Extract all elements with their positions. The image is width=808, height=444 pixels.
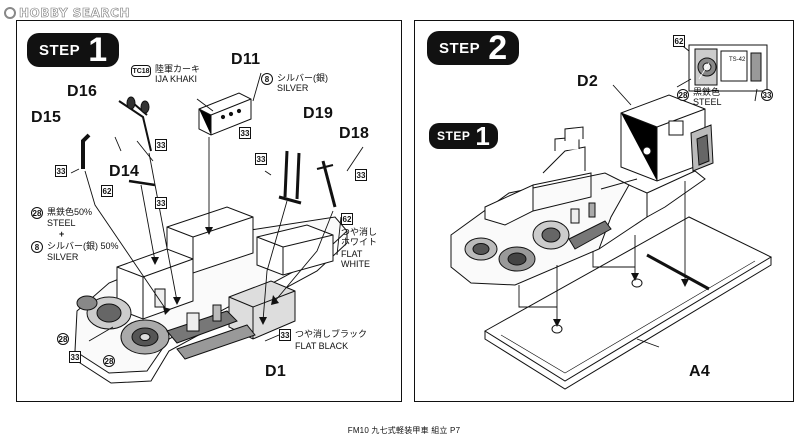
paint-steel-en: STEEL	[693, 97, 722, 107]
chassis-outline	[74, 206, 348, 384]
paint-code-tc18: TC18	[131, 65, 151, 77]
part-label-d14: D14	[109, 163, 140, 180]
step1-drawing	[70, 72, 364, 384]
paint-code-28-mix: 28	[31, 207, 43, 219]
assembled-wheels	[464, 202, 612, 272]
parts-group	[81, 92, 337, 208]
paint-white-jp1: つや消し	[341, 227, 378, 237]
step2-arrow-heads	[553, 273, 689, 327]
part-label-d16: D16	[67, 83, 98, 100]
paint-mix-line2: STEEL	[47, 218, 76, 228]
paint-khaki-en: IJA KHAKI	[155, 74, 198, 84]
assembled-chassis	[450, 126, 706, 286]
step1-badge: STEP 1	[27, 31, 120, 69]
leader-lines	[70, 72, 364, 342]
paint-code-33-inset: 33	[761, 89, 773, 101]
part-a4	[484, 216, 773, 390]
paint-white-en2: WHITE	[341, 259, 370, 269]
paint-white-en1: FLAT	[341, 249, 363, 259]
paint-code-33-d15: 33	[55, 165, 67, 177]
paint-code-28-center: 28	[103, 355, 115, 367]
step2-panel: STEP 2 STEP 1	[414, 20, 794, 402]
paint-code-62-white: 62	[341, 213, 353, 225]
step2-badge: STEP 2	[427, 29, 520, 67]
paint-steel-jp: 黒鉄色	[693, 87, 721, 97]
paint-code-28-inset: 28	[677, 89, 689, 101]
part-d2	[620, 94, 714, 182]
step2-drawing	[450, 42, 773, 390]
paint-code-33-black: 33	[279, 329, 291, 341]
paint-white-jp2: ホワイト	[341, 237, 378, 247]
step1-panel: STEP 1	[16, 20, 402, 402]
inset-label: TS-42	[729, 57, 746, 63]
paint-code-33-left: 33	[69, 351, 81, 363]
mount-holes	[551, 278, 643, 334]
part-label-a4: A4	[689, 363, 711, 380]
watermark-text: HOBBY SEARCH	[19, 6, 130, 21]
step2-substep1-badge: STEP 1	[429, 123, 498, 149]
part-label-d19: D19	[303, 105, 334, 122]
step1-number: 1	[88, 31, 108, 69]
paint-silver-en: SILVER	[277, 83, 309, 93]
paint-code-33-d11: 33	[239, 127, 251, 139]
paint-mix-line3: シルバー(銀) 50%	[47, 241, 119, 251]
part-label-d11: D11	[231, 51, 261, 68]
wheel-group	[76, 288, 256, 360]
paint-black-en: FLAT BLACK	[295, 341, 349, 351]
page-footer: FM10 九七式軽装甲車 組立 P7	[347, 426, 461, 435]
part-label-d1: D1	[265, 363, 287, 380]
paint-code-62-inset: 62	[673, 35, 685, 47]
paint-mix-line4: SILVER	[47, 252, 79, 262]
paint-code-8-mix: 8	[31, 241, 43, 253]
paint-khaki-jp: 陸軍カーキ	[155, 64, 201, 74]
watermark-logo: HOBBY SEARCH	[4, 4, 130, 22]
substep-number: 1	[475, 121, 490, 151]
part-label-d18: D18	[339, 125, 370, 142]
logo-ring-icon	[4, 7, 16, 19]
substep-word: STEP	[437, 129, 471, 143]
step2-number: 2	[488, 29, 508, 67]
paint-code-33-d16: 33	[155, 139, 167, 151]
paint-code-33-d19: 33	[255, 153, 267, 165]
paint-code-62-d14: 62	[101, 185, 113, 197]
paint-code-33-d14: 33	[155, 197, 167, 209]
part-label-d2: D2	[577, 73, 599, 90]
arrow-heads	[151, 227, 279, 325]
inset-detail	[688, 44, 768, 92]
paint-mix-plus: +	[59, 229, 65, 239]
paint-code-28-left: 28	[57, 333, 69, 345]
step1-word: STEP	[39, 41, 81, 59]
paint-code-silver: 8	[261, 73, 273, 85]
step2-leader-lines	[518, 42, 758, 348]
step2-word: STEP	[439, 39, 481, 57]
paint-black-jp: つや消しブラック	[295, 329, 368, 339]
paint-code-33-d18: 33	[355, 169, 367, 181]
part-label-d15: D15	[31, 109, 62, 126]
paint-mix-line1: 黒鉄色50%	[47, 207, 93, 217]
paint-silver-jp: シルバー(銀)	[277, 73, 328, 83]
